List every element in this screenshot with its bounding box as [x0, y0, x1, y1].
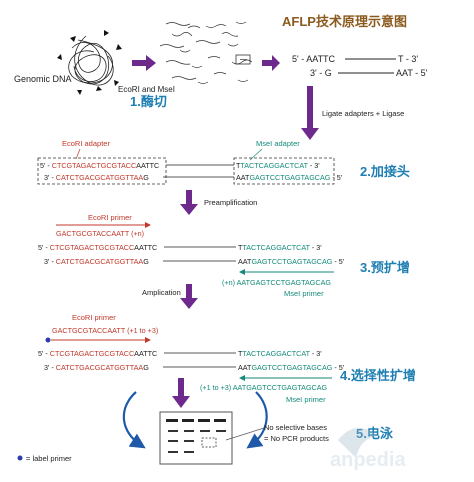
step-1-digest: 1.酶切 — [130, 94, 167, 109]
arrow-to-fragment — [262, 55, 280, 71]
preamp-seq-bottom-left: 3' - CATCTGACGCATGGTTAAG — [44, 257, 149, 266]
fragment-bottom-left: 3' - G — [310, 68, 332, 78]
amp-seq-bottom-right: AATGAGTCCTGAGTAGCAG - 5' — [238, 363, 345, 372]
amp-ecori-primer-seq: GACTGCGTACCAATT (+1 to +3) — [52, 326, 158, 335]
legend-label: = label primer — [26, 454, 72, 463]
amp-seq-top-left: 5' - CTCGTAGACTGCGTACCAATTC — [38, 349, 157, 358]
ecori-adapter-box — [37, 157, 167, 185]
preamp-msei-primer-seq: (+n) AATGAGTCCTGAGTAGCAG — [222, 278, 331, 287]
step-2-ligation: 2.加接头 — [360, 164, 410, 179]
amp-msei-primer-seq: (+1 to +3) AATGAGTCCTGAGTAGCAG — [200, 383, 328, 392]
ecori-adapter-pointer — [75, 148, 81, 160]
restriction-triangles — [57, 30, 122, 95]
gel-note-line1: No selective bases — [264, 423, 327, 432]
amplication-label: Amplication — [142, 288, 181, 297]
adapter-seq-top-left: 5' - CTCGTAGACTGCGTACCAATTC — [40, 161, 159, 170]
arrow-to-gel — [172, 378, 190, 408]
diagram-title: AFLP技术原理示意图 — [282, 14, 407, 29]
preamplification-label: Preamplification — [204, 198, 257, 207]
step-4-selective-amplification: 4.选择性扩增 — [340, 368, 416, 383]
fragment-bottom-right: AAT - 5' — [396, 68, 428, 78]
adapter-seq-top-right: TTACTCAGGACTCAT - 3' — [236, 161, 320, 170]
msei-adapter-box — [233, 157, 335, 185]
amp-ecori-primer-label: EcoRI primer — [72, 313, 116, 322]
fragment-box-icon — [235, 54, 251, 65]
arrow-ligate — [301, 86, 319, 140]
preamp-seq-top-right: TTACTCAGGACTCAT - 3' — [238, 243, 322, 252]
preamp-ecori-primer-label: EcoRI primer — [88, 213, 132, 222]
legend-dot — [17, 455, 23, 461]
step-5-electrophoresis: 5.电泳 — [356, 426, 394, 441]
label-primer-dot — [45, 337, 51, 343]
ecori-adapter-label: EcoRI adapter — [62, 139, 110, 148]
fragment-top-right: T - 3' — [398, 54, 418, 64]
preamp-msei-primer-label: MseI primer — [284, 289, 324, 298]
enzymes-label: EcoRI and MseI — [118, 85, 175, 94]
preamp-ecori-primer-seq: GACTGCGTACCAATT (+n) — [56, 229, 144, 238]
gel-note-pointer — [225, 427, 265, 441]
preamp-seq-top-left: 5' - CTCGTAGACTGCGTACCAATTC — [38, 243, 157, 252]
curved-arrow-right — [246, 391, 268, 449]
genomic-dna-tangle — [68, 35, 114, 86]
adapter-seq-bottom-left: 3' - CATCTGACGCATGGTTAAG — [44, 173, 149, 182]
watermark-logo: anpedia — [330, 427, 406, 471]
adapter-seq-bottom-right: AATGAGTCCTGAGTAGCAG - 5' — [236, 173, 343, 182]
preamp-seq-bottom-right: AATGAGTCCTGAGTAGCAG - 5' — [238, 257, 345, 266]
svg-text:anpedia: anpedia — [330, 449, 406, 471]
arrow-preamplification — [180, 190, 198, 215]
step-3-preamplification: 3.预扩增 — [360, 260, 410, 275]
msei-adapter-label: MseI adapter — [256, 139, 300, 148]
ligate-label: Ligate adapters + Ligase — [322, 109, 404, 118]
arrow-amplication — [180, 284, 198, 309]
gel-note-line2: = No PCR products — [264, 434, 329, 443]
amp-seq-bottom-left: 3' - CATCTGACGCATGGTTAAG — [44, 363, 149, 372]
dna-fragments — [159, 21, 253, 84]
electrophoresis-gel — [159, 411, 233, 465]
amp-msei-primer-label: MseI primer — [286, 395, 326, 404]
amp-seq-top-right: TTACTCAGGACTCAT - 3' — [238, 349, 322, 358]
fragment-top-left: 5' - AATTC — [292, 54, 336, 64]
curved-arrow-left — [122, 391, 146, 449]
arrow-to-digest — [132, 55, 156, 71]
genomic-dna-label: Genomic DNA — [14, 74, 72, 84]
